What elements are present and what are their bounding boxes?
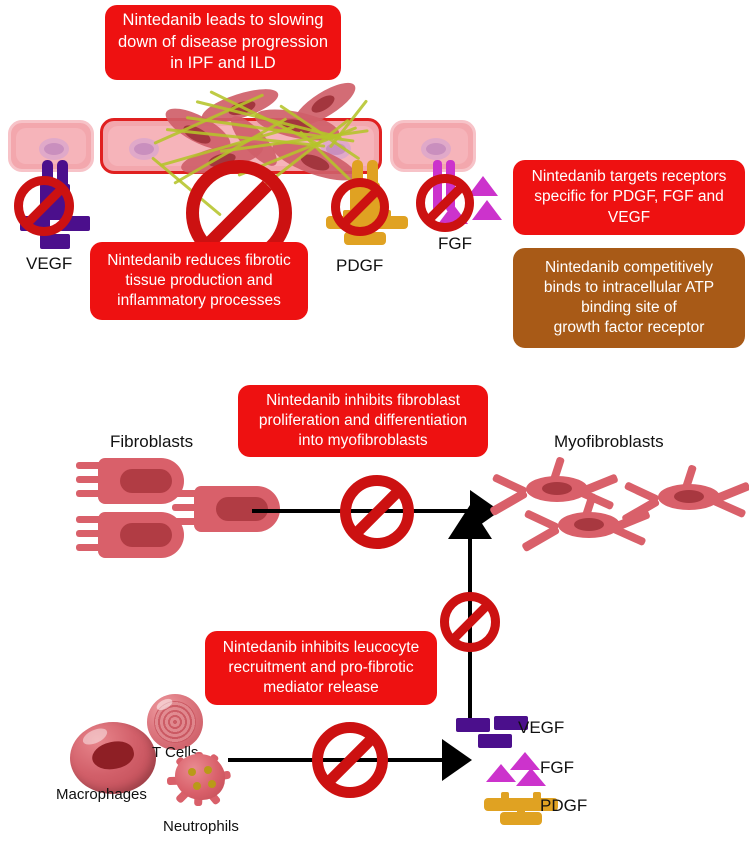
vegf-receptor-prong: [42, 160, 53, 186]
fibroblast-projection: [172, 504, 198, 511]
myofibroblast-process: [523, 509, 560, 532]
callout-inhibits-leucocyte: Nintedanib inhibits leucocyte recruitmen…: [205, 631, 437, 705]
fibroblast-nucleus: [120, 523, 172, 547]
myofibroblasts-label: Myofibroblasts: [554, 432, 664, 451]
myofibroblast-nucleus: [674, 490, 704, 503]
legend-pdgf-stem: [533, 792, 541, 801]
legend-pdgf-stem: [517, 806, 525, 815]
fibroblast-projection: [76, 476, 102, 483]
legend-pdgf-cap: [516, 798, 558, 811]
macrophages-label: Macrophages: [56, 786, 147, 803]
fibroblast-nucleus: [120, 469, 172, 493]
epithelial-nucleus: [421, 138, 451, 160]
epithelial-nucleus: [129, 138, 159, 160]
neutrophil-cell: [163, 742, 237, 812]
fibroblasts-label: Fibroblasts: [110, 432, 194, 451]
macrophage-nucleus: [89, 737, 137, 774]
fibroblast-projection: [76, 530, 102, 537]
myofibroblast-nucleus: [574, 518, 604, 531]
inhibition-slash: [206, 180, 272, 247]
legend-item-fgf: [486, 752, 560, 786]
inhibition-slash: [426, 184, 464, 223]
fibroblast-projection: [172, 490, 198, 497]
inhibition-sign-differentiation: [340, 475, 414, 549]
macrophage-cell: [70, 722, 156, 794]
fgf-ligand: [472, 200, 502, 220]
inhibition-sign-leucocyte: [312, 722, 388, 798]
myofibroblast-cell: [521, 492, 651, 553]
legend-fgf-swatch: [510, 752, 540, 770]
neutrophils-label: Neutrophils: [163, 818, 239, 835]
fibroblast-projection: [76, 544, 102, 551]
fibroblast-cell: [72, 458, 190, 504]
inhibition-slash: [325, 736, 375, 785]
inhibition-sign-pdgf: [331, 178, 389, 236]
leucocyte-arrow-head: [442, 739, 472, 781]
myofibroblast-cell: [489, 456, 619, 517]
neutrophil-granule: [208, 780, 216, 788]
inhibition-slash: [24, 187, 64, 226]
fgf-label: FGF: [438, 234, 472, 253]
legend-pdgf-swatch: [500, 806, 542, 826]
pdgf-receptor-prong: [352, 160, 363, 184]
legend-pdgf-label: PDGF: [540, 796, 588, 815]
neutrophil-granule: [204, 766, 212, 774]
vegf-kinase-domain: [40, 234, 70, 249]
callout-slowing-progression: Nintedanib leads to slowing down of dise…: [105, 5, 341, 80]
inhibition-slash: [341, 188, 379, 227]
pdgf-receptor-prong: [367, 160, 378, 184]
epithelial-nucleus: [39, 138, 69, 160]
legend-fgf-swatch: [516, 768, 546, 786]
inhibition-slash: [353, 488, 401, 537]
callout-reduces-fibrotic: Nintedanib reduces fibrotic tissue produ…: [90, 242, 308, 320]
legend-pdgf-swatch: [484, 792, 526, 812]
fibroblast-cell: [72, 512, 190, 558]
callout-inhibits-fibroblast: Nintedanib inhibits fibroblast prolifera…: [238, 385, 488, 457]
legend-vegf-swatch: [494, 716, 528, 730]
fibroblast-projection: [76, 462, 102, 469]
legend-vegf-label: VEGF: [518, 718, 565, 737]
vegf-label: VEGF: [26, 254, 73, 273]
legend-fgf-label: FGF: [540, 758, 574, 777]
legend-vegf-swatch: [478, 734, 512, 748]
legend-pdgf-stem: [501, 792, 509, 801]
legend-item-pdgf: [484, 792, 560, 826]
t-cell: [147, 694, 203, 750]
pdgf-label: PDGF: [336, 256, 384, 275]
legend-pdgf-cap: [500, 812, 542, 825]
neutrophil-granule: [193, 782, 201, 790]
callout-competitive-atp: Nintedanib competitively binds to intrac…: [513, 248, 745, 348]
legend-vegf-swatch: [456, 718, 490, 732]
epithelial-cell-right: [390, 120, 476, 172]
legend-pdgf-cap: [484, 798, 526, 811]
fibroblast-projection: [76, 516, 102, 523]
inhibition-slash: [450, 603, 490, 642]
myofibroblast-nucleus: [542, 482, 572, 495]
inhibition-sign-mediator: [440, 592, 500, 652]
fibroblast-projection: [76, 490, 102, 497]
inhibition-sign-vegf: [14, 176, 74, 236]
neutrophil-granule: [188, 768, 196, 776]
myofibroblast-cell: [621, 464, 749, 525]
inhibition-sign-fgf: [416, 174, 474, 232]
legend-pdgf-swatch: [516, 792, 558, 812]
neutrophil-body: [175, 754, 225, 800]
legend-item-vegf: [456, 716, 528, 748]
mediator-arrow-head: [448, 505, 492, 539]
vegf-receptor-prong: [57, 160, 68, 186]
epithelial-cell-left: [8, 120, 94, 172]
legend-fgf-swatch: [486, 764, 516, 782]
fgf-ligand: [468, 176, 498, 196]
fibroblast-projection: [172, 518, 198, 525]
callout-targets-receptors: Nintedanib targets receptors specific fo…: [513, 160, 745, 235]
